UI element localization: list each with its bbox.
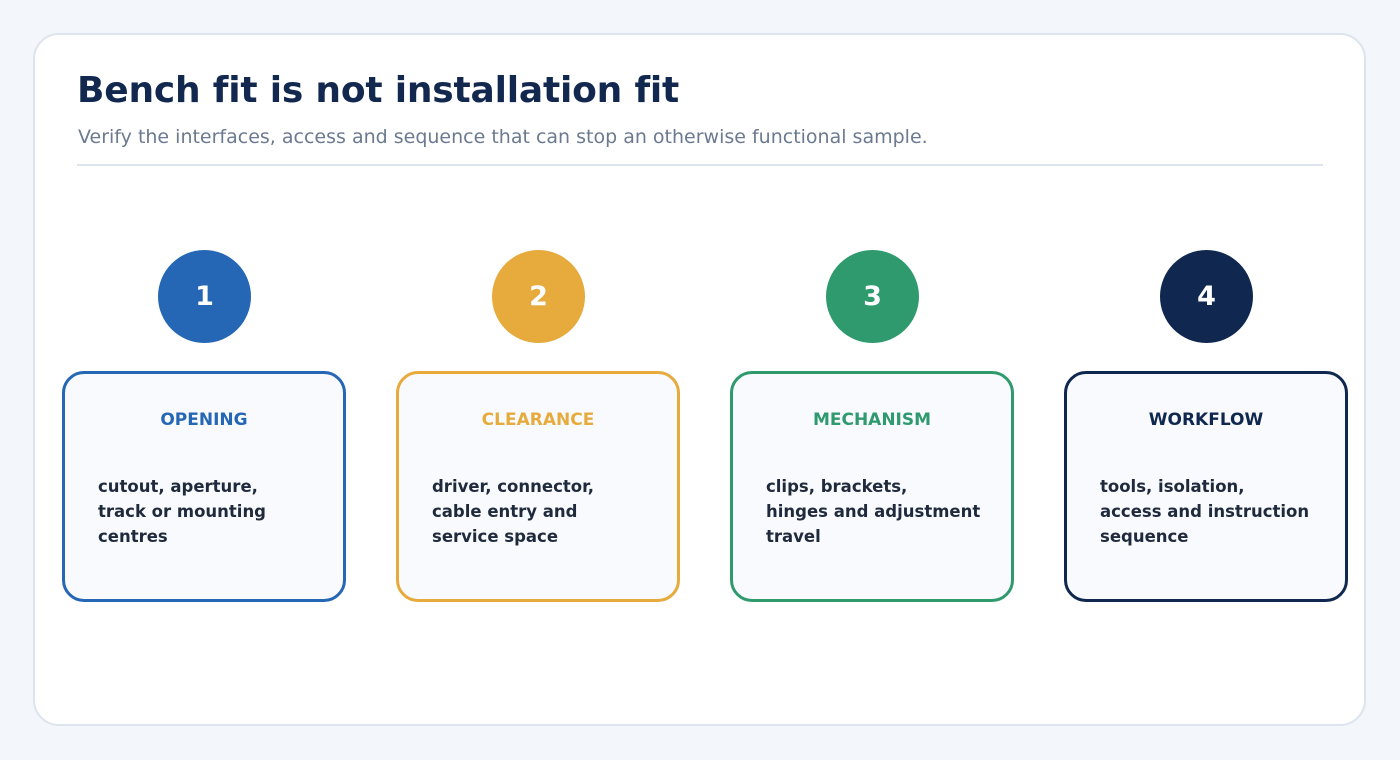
step-card: MECHANISM clips, brackets, hinges and ad… — [730, 371, 1014, 602]
step-description: cutout, aperture, track or mounting cent… — [98, 477, 266, 546]
step-number-badge: 4 — [1160, 250, 1253, 343]
step-description: driver, connector, cable entry and servi… — [432, 477, 595, 546]
step-card: OPENING cutout, aperture, track or mount… — [62, 371, 346, 602]
step-title: MECHANISM — [812, 410, 932, 430]
step-title: CLEARANCE — [481, 410, 595, 430]
header-divider — [77, 164, 1323, 166]
step-card: WORKFLOW tools, isolation, access and in… — [1064, 371, 1348, 602]
step-description: clips, brackets, hinges and adjustment t… — [766, 477, 981, 546]
step-number-badge: 1 — [158, 250, 251, 343]
step-title: OPENING — [160, 410, 248, 430]
page-subtitle: Verify the interfaces, access and sequen… — [78, 126, 928, 148]
step-title: WORKFLOW — [1148, 410, 1264, 430]
page-title: Bench fit is not installation fit — [77, 70, 680, 111]
step-card: CLEARANCE driver, connector, cable entry… — [396, 371, 680, 602]
step-number-badge: 3 — [826, 250, 919, 343]
step-description: tools, isolation, access and instruction… — [1100, 477, 1310, 546]
step-number-badge: 2 — [492, 250, 585, 343]
